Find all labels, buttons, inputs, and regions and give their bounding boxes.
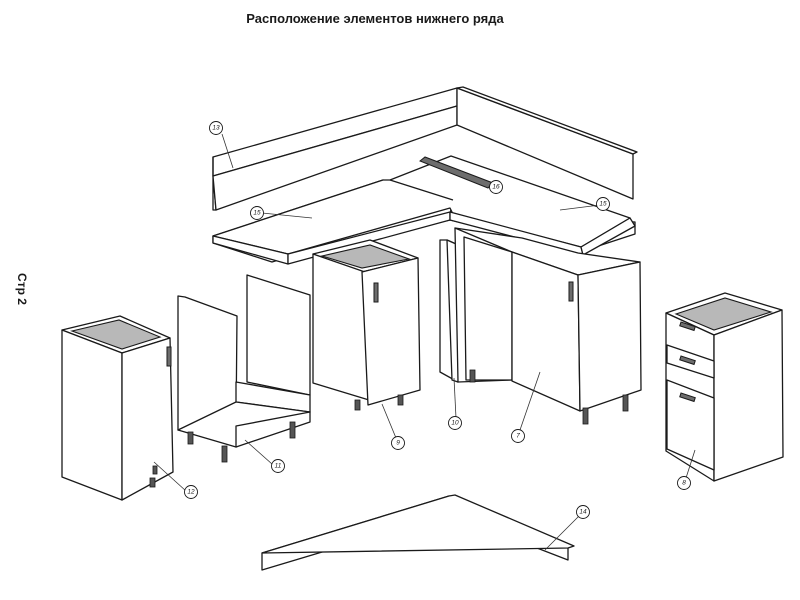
callout-9: 9 xyxy=(391,436,405,450)
callout-12: 12 xyxy=(184,485,198,499)
callout-15-left-label: 15 xyxy=(253,210,261,217)
callout-16: 16 xyxy=(489,180,503,194)
callout-11: 11 xyxy=(271,459,285,473)
callout-15-left: 15 xyxy=(250,206,264,220)
part-15-countertop xyxy=(212,155,636,265)
callout-10-label: 10 xyxy=(451,420,459,427)
callout-10: 10 xyxy=(448,416,462,430)
callout-14-label: 14 xyxy=(579,509,587,516)
part-9-cabinet xyxy=(312,239,421,439)
callout-14: 14 xyxy=(576,505,590,519)
part-8-drawer-cabinet xyxy=(665,292,784,482)
part-7-corner-cabinet xyxy=(454,227,642,431)
callout-13: 13 xyxy=(209,121,223,135)
part-14-floor-plinth xyxy=(261,494,581,571)
callout-16-label: 16 xyxy=(492,184,500,191)
callout-15-right: 15 xyxy=(596,197,610,211)
callout-8: 8 xyxy=(677,476,691,490)
callout-9-label: 9 xyxy=(396,440,400,447)
callout-15-right-label: 15 xyxy=(599,201,607,208)
callout-8-label: 8 xyxy=(682,480,686,487)
callout-11-label: 11 xyxy=(275,463,282,470)
page-title: Расположение элементов нижнего ряда xyxy=(246,11,504,26)
part-12-cabinet xyxy=(61,315,187,501)
callout-13-label: 13 xyxy=(212,125,220,132)
callout-7: 7 xyxy=(511,429,525,443)
part-11-oven-cabinet xyxy=(177,274,311,465)
callout-12-label: 12 xyxy=(187,489,195,496)
part-13-backsplash xyxy=(212,86,638,211)
callout-7-label: 7 xyxy=(516,433,520,440)
